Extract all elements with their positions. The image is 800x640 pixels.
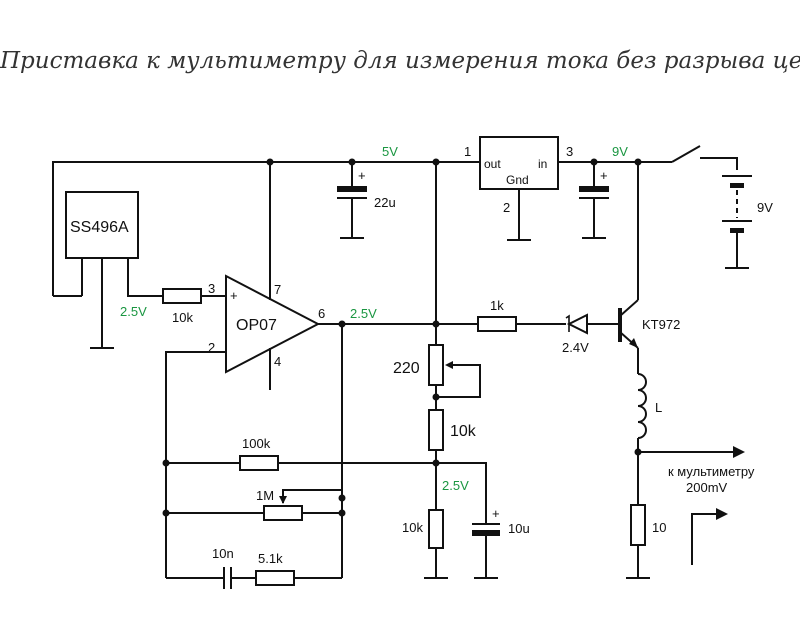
voltage-divider: 2.5V — [442, 478, 469, 493]
capacitor-22u-label: 22u — [374, 195, 396, 210]
regulator-gnd-pin: Gnd — [506, 173, 529, 187]
resistor-10: 10 — [626, 504, 666, 579]
opamp-pin4: 4 — [274, 354, 281, 369]
opamp-plus: + — [230, 288, 238, 303]
potentiometer-220: 220 — [393, 162, 481, 410]
pot-1m-label: 1M — [256, 488, 274, 503]
pot-220-label: 220 — [393, 360, 420, 377]
diagram-title: Приставка к мультиметру для измерения то… — [0, 48, 800, 74]
battery-9v: 9V — [722, 175, 773, 269]
regulator-pin1: 1 — [464, 144, 471, 159]
hall-sensor: SS496A — [65, 191, 163, 349]
feedback-rc: 10n 5.1k — [166, 546, 342, 589]
diode-label: 2.4V — [562, 340, 589, 355]
capacitor-10u-plus: + — [492, 506, 500, 521]
voltage-labels: 5V 9V 2.5V 2.5V 2.5V — [120, 144, 628, 493]
regulator-pin3: 3 — [566, 144, 573, 159]
voltage-regulator: out in Gnd 1 3 2 — [464, 136, 573, 241]
output-arrow: к мультиметру 200mV — [634, 446, 755, 565]
capacitor-22u: + 22u — [337, 162, 396, 239]
multimeter-label-line1: к мультиметру — [668, 464, 755, 479]
voltage-5v: 5V — [382, 144, 398, 159]
opamp-pin3: 3 — [208, 281, 215, 296]
switch — [671, 145, 738, 170]
resistor-divider-top: 10k — [428, 409, 477, 510]
opamp-pin2: 2 — [208, 340, 215, 355]
capacitor-10n-label: 10n — [212, 546, 234, 561]
opamp-pin7: 7 — [274, 282, 281, 297]
resistor-5k1-label: 5.1k — [258, 551, 283, 566]
capacitor-9v-plus: + — [600, 168, 608, 183]
capacitor-22u-plus: + — [358, 168, 366, 183]
capacitor-10u: + 10u — [436, 462, 530, 579]
regulator-pin2: 2 — [503, 200, 510, 215]
resistor-100k-label: 100k — [242, 436, 271, 451]
opamp-pin6: 6 — [318, 306, 325, 321]
resistor-input-label: 10k — [172, 310, 193, 325]
resistor-1k-label: 1k — [490, 298, 504, 313]
resistor-input: 10k — [162, 288, 226, 325]
voltage-9v: 9V — [612, 144, 628, 159]
inductor-label: L — [655, 400, 662, 415]
opamp: + OP07 3 2 7 4 6 — [165, 162, 325, 578]
resistor-div-bottom-label: 10k — [402, 520, 423, 535]
transistor: KT972 — [618, 299, 680, 374]
regulator-in-pin: in — [538, 157, 547, 171]
multimeter-label-line2: 200mV — [686, 480, 728, 495]
resistor-1k: 1k — [477, 298, 566, 332]
transistor-label: KT972 — [642, 317, 680, 332]
inductor: L — [637, 373, 662, 505]
regulator-out-pin: out — [484, 157, 501, 171]
resistor-10-label: 10 — [652, 520, 666, 535]
capacitor-10u-label: 10u — [508, 521, 530, 536]
resistor-divider-bottom: 10k — [402, 509, 448, 579]
voltage-sensor: 2.5V — [120, 304, 147, 319]
rail-9v — [558, 158, 672, 300]
capacitor-9v: + — [579, 162, 609, 239]
opamp-label: OP07 — [236, 317, 277, 334]
resistor-div-top-label: 10k — [450, 423, 477, 440]
sensor-label: SS496A — [70, 219, 129, 236]
potentiometer-1m: 1M — [162, 488, 343, 521]
voltage-output: 2.5V — [350, 306, 377, 321]
resistor-100k: 100k — [162, 436, 436, 471]
output-line — [318, 320, 478, 578]
battery-label: 9V — [757, 200, 773, 215]
zener-diode: 2.4V — [562, 313, 620, 355]
